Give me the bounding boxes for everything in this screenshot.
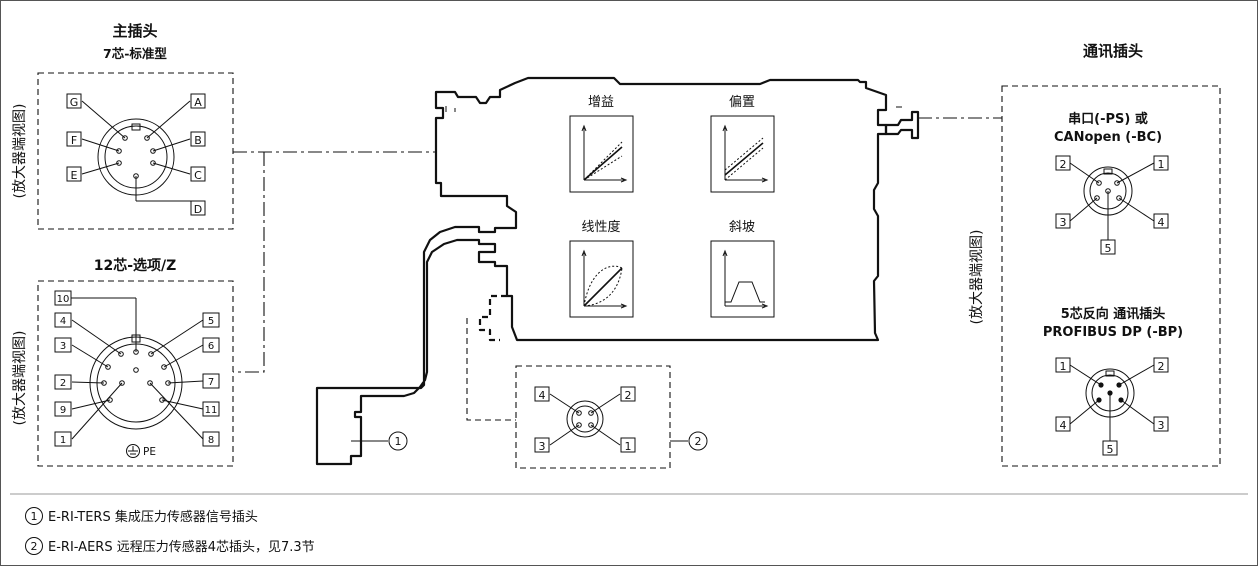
amplifier-housing — [315, 76, 888, 466]
pin7-label-f: F — [71, 134, 77, 147]
pin12-label-2: 2 — [60, 378, 66, 389]
sensor-pin-4: 4 — [539, 389, 546, 402]
comm-connector-title: 通讯插头 — [1083, 42, 1143, 60]
main-connector-title: 主插头 — [112, 22, 157, 40]
callout-2-circle — [688, 431, 708, 451]
pin12-label-1: 1 — [60, 435, 66, 446]
pin7-label-a: A — [194, 96, 202, 109]
frame-7pin — [37, 72, 234, 230]
note-2-number: 2 — [31, 540, 38, 553]
serial-connector: 2 1 3 4 5 — [1055, 155, 1169, 255]
serial-title-2: CANopen (-BC) — [1054, 130, 1162, 145]
connector-7pin: G A F B E C D — [37, 72, 234, 230]
view-note-7pin: (放大器端视图) — [12, 104, 28, 199]
profibus-connector: 1 2 4 3 5 — [1055, 357, 1169, 456]
pin7-label-g: G — [70, 96, 79, 109]
view-note-12pin: (放大器端视图) — [12, 331, 28, 426]
callout-1-circle — [388, 431, 408, 451]
linearity-label: 线性度 — [581, 219, 620, 235]
option-12pin-label: 12芯-选项/Z — [94, 257, 177, 274]
linearity-graph — [569, 240, 634, 318]
connector-12pin-inner — [96, 343, 176, 423]
pin12-label-6: 6 — [208, 341, 214, 352]
pin12-label-9: 9 — [60, 405, 66, 416]
bias-graph — [710, 115, 775, 193]
sensor-pin-3: 3 — [539, 440, 546, 453]
note-2-text: E-RI-AERS 远程压力传感器4芯插头，见7.3节 — [48, 539, 315, 555]
profibus-title-2: PROFIBUS DP (-BP) — [1043, 325, 1183, 340]
serial-pin-1: 1 — [1158, 158, 1165, 171]
gain-label: 增益 — [588, 95, 614, 110]
gain-graph — [569, 115, 634, 193]
serial-pin-3: 3 — [1060, 216, 1067, 229]
profibus-pin-5: 5 — [1107, 443, 1114, 456]
pin7-label-c: C — [194, 169, 202, 182]
note-1-number: 1 — [31, 510, 38, 523]
serial-pin-5: 5 — [1105, 242, 1112, 255]
profibus-pin-3: 3 — [1158, 419, 1165, 432]
sensor-pin-2: 2 — [625, 389, 632, 402]
ramp-label: 斜坡 — [729, 220, 755, 235]
pin7-label-d: D — [194, 203, 202, 216]
pin12-label-11: 11 — [205, 405, 218, 416]
frame-comm — [1001, 85, 1221, 467]
serial-pin-4: 4 — [1158, 216, 1165, 229]
profibus-pin-1: 1 — [1060, 360, 1067, 373]
comm-port — [884, 110, 920, 140]
profibus-pin-4: 4 — [1060, 419, 1067, 432]
note-1-text: E-RI-TERS 集成压力传感器信号插头 — [48, 509, 258, 525]
serial-title-1: 串口(-PS) 或 — [1068, 111, 1148, 127]
view-note-comm: (放大器端视图) — [969, 230, 985, 325]
note-2: 2 E-RI-AERS 远程压力传感器4芯插头，见7.3节 — [25, 537, 315, 555]
pin7-label-e: E — [71, 169, 78, 182]
connector-12pin: 10 4 3 2 9 1 5 6 7 11 8 PE — [37, 280, 234, 467]
serial-pin-2: 2 — [1060, 158, 1067, 171]
pin12-label-7: 7 — [208, 377, 214, 388]
sensor-connector: 4 2 3 1 — [515, 365, 671, 469]
ramp-graph — [710, 240, 775, 318]
ground-icon — [126, 444, 140, 458]
callout-1: 1 — [395, 435, 402, 448]
pin12-label-4: 4 — [60, 316, 66, 327]
callout-2: 2 — [695, 435, 702, 448]
standard-7pin-label: 7芯-标准型 — [103, 46, 167, 61]
profibus-title-1: 5芯反向 通讯插头 — [1061, 306, 1166, 322]
pin12-label-10: 10 — [57, 294, 70, 305]
pin12-label-3: 3 — [60, 341, 66, 352]
pe-label: PE — [143, 446, 156, 458]
connector-7pin-key — [131, 123, 141, 131]
note-1: 1 E-RI-TERS 集成压力传感器信号插头 — [25, 507, 258, 525]
profibus-pin-2: 2 — [1158, 360, 1165, 373]
pin7-label-b: B — [194, 134, 202, 147]
bias-label: 偏置 — [729, 95, 755, 110]
sensor-pin-1: 1 — [625, 440, 632, 453]
pin12-label-5: 5 — [208, 316, 214, 327]
pin12-label-8: 8 — [208, 435, 214, 446]
